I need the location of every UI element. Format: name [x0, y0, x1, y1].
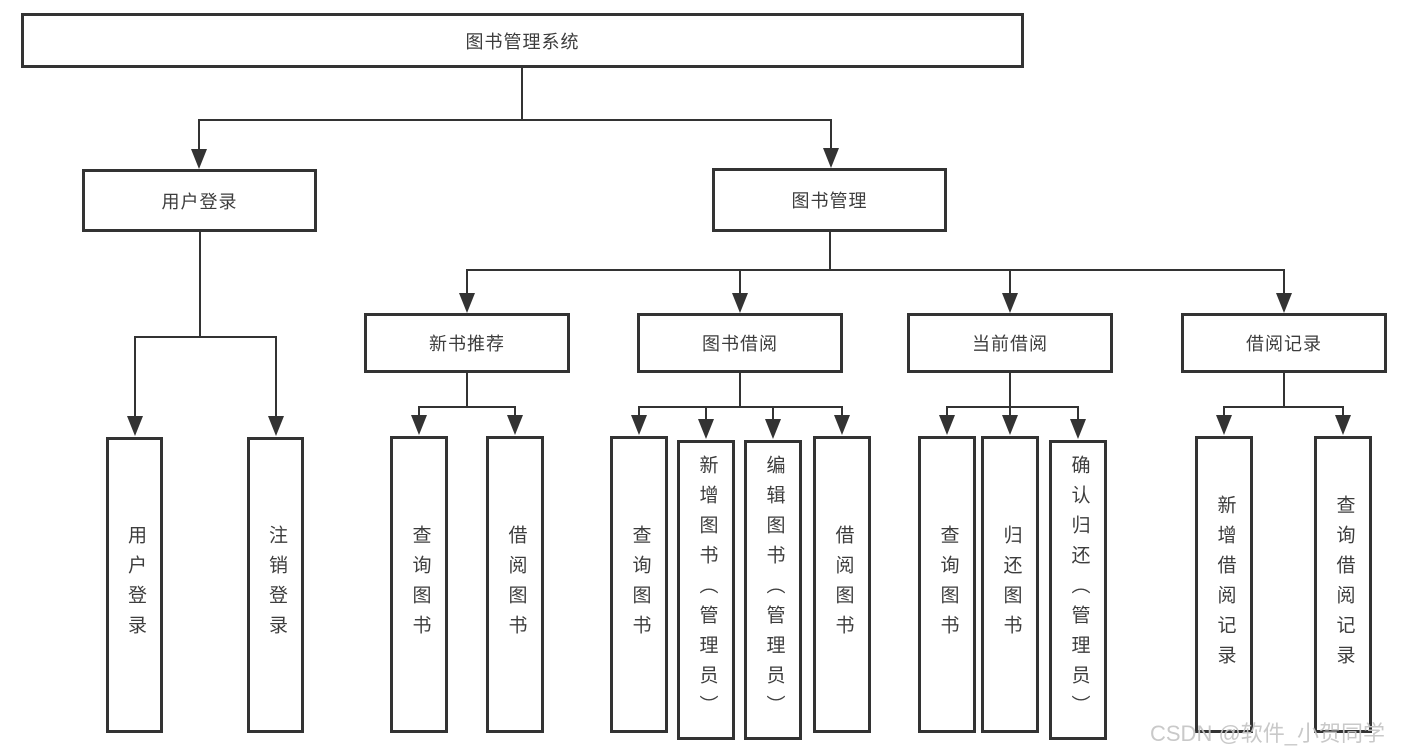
connector-arrowheads [127, 148, 1351, 439]
leaf-query-books-current: 查询图书 [918, 436, 976, 733]
node-user-login: 用户登录 [82, 169, 317, 232]
connector-lines [134, 68, 1344, 422]
csdn-watermark: CSDN @软件_小贺同学 [1150, 721, 1386, 746]
node-library-system: 图书管理系统 [21, 13, 1024, 68]
leaf-add-books-admin: 新增图书（管理员） [677, 440, 735, 740]
leaf-user-login: 用户登录 [106, 437, 163, 733]
leaf-query-books-recommend: 查询图书 [390, 436, 448, 733]
leaf-borrow-books: 借阅图书 [813, 436, 871, 733]
leaf-query-books-borrow: 查询图书 [610, 436, 668, 733]
leaf-return-books: 归还图书 [981, 436, 1039, 733]
node-new-book-recommend: 新书推荐 [364, 313, 570, 373]
leaf-query-borrow-record: 查询借阅记录 [1314, 436, 1372, 733]
leaf-confirm-return-admin: 确认归还（管理员） [1049, 440, 1107, 740]
leaf-borrow-books-recommend: 借阅图书 [486, 436, 544, 733]
node-current-borrowing: 当前借阅 [907, 313, 1113, 373]
node-book-management: 图书管理 [712, 168, 947, 232]
leaf-edit-books-admin: 编辑图书（管理员） [744, 440, 802, 740]
node-book-borrowing: 图书借阅 [637, 313, 843, 373]
leaf-logout: 注销登录 [247, 437, 304, 733]
node-borrowing-records: 借阅记录 [1181, 313, 1387, 373]
leaf-add-borrow-record: 新增借阅记录 [1195, 436, 1253, 733]
